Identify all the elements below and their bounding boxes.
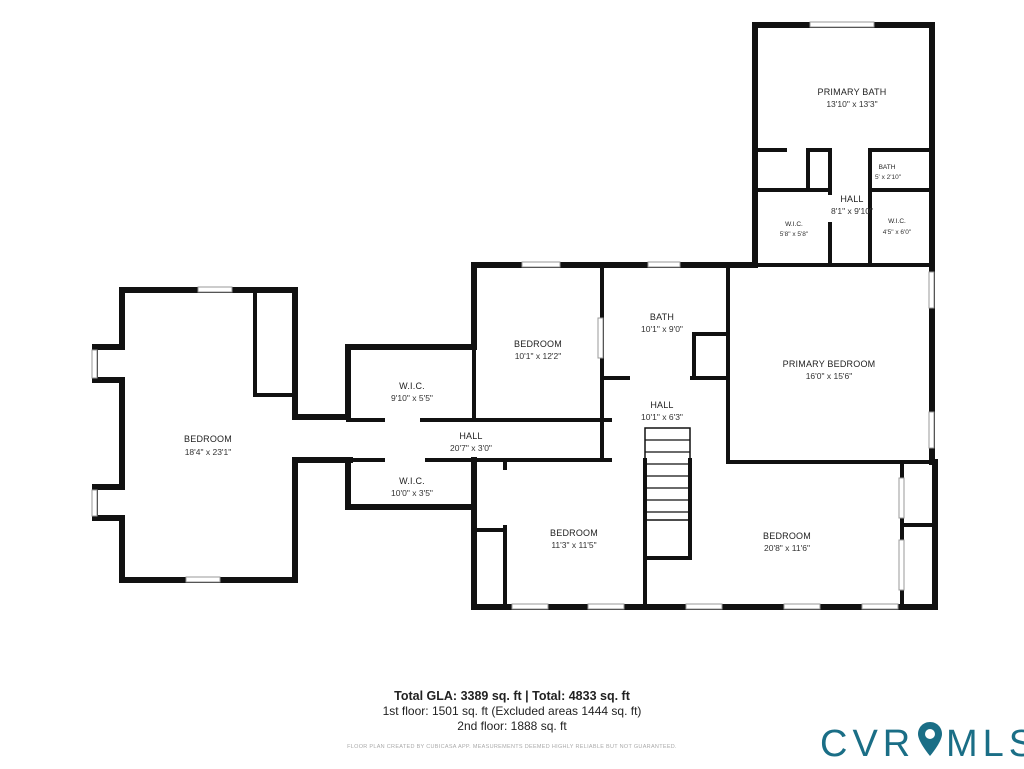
room-name-primary-bedroom: PRIMARY BEDROOM (783, 359, 876, 369)
room-dims-hall-primary: 8'1" x 9'10" (831, 206, 873, 216)
logo-text-left: CVR (820, 723, 915, 764)
room-name-wic-right: W.I.C. (888, 218, 906, 225)
room-name-hall-main: HALL (459, 431, 482, 441)
first-floor-area-text: 1st floor: 1501 sq. ft (Excluded areas 1… (382, 704, 642, 718)
room-dims-bath-center: 10'1" x 9'0" (641, 324, 683, 334)
room-dims-wic-right: 4'5" x 6'0" (883, 229, 912, 236)
room-dims-wic-lower: 10'0" x 3'5" (391, 488, 433, 498)
room-dims-primary-bath: 13'10" x 13'3" (826, 99, 877, 109)
room-name-bath-small: BATH (879, 164, 896, 171)
floor-plan: BEDROOM 18'4" x 23'1" W.I.C. 9'10" x 5'5… (91, 21, 938, 610)
room-dims-bedroom-center: 10'1" x 12'2" (515, 351, 562, 361)
room-dims-wic-left: 5'8" x 5'8" (780, 231, 809, 238)
room-name-bath-center: BATH (650, 312, 674, 322)
logo-graphic: CVR MLS (820, 722, 1024, 765)
second-floor-area-text: 2nd floor: 1888 sq. ft (457, 719, 567, 733)
room-dims-bedroom-east: 20'8" x 11'6" (764, 543, 810, 553)
logo-text-right: MLS (946, 723, 1024, 764)
room-name-hall-primary: HALL (840, 194, 863, 204)
room-name-hall-center: HALL (650, 400, 673, 410)
bedroom-west-walls (91, 286, 353, 583)
room-name-wic-upper: W.I.C. (399, 381, 425, 391)
room-dims-hall-main: 20'7" x 3'0" (450, 443, 492, 453)
room-dims-wic-upper: 9'10" x 5'5" (391, 393, 433, 403)
room-labels: BEDROOM 18'4" x 23'1" W.I.C. 9'10" x 5'5… (184, 87, 912, 553)
room-name-bedroom-east: BEDROOM (763, 531, 811, 541)
room-name-wic-left: W.I.C. (785, 221, 803, 228)
hall-wic-walls (292, 344, 612, 510)
room-name-bedroom-south: BEDROOM (550, 528, 598, 538)
room-dims-bath-small: 5' x 2'10" (875, 174, 902, 181)
stairs (644, 427, 691, 521)
center-walls (471, 261, 938, 610)
room-name-bedroom-west: BEDROOM (184, 434, 232, 444)
room-dims-bedroom-south: 11'3" x 11'5" (551, 540, 596, 550)
east-walls (726, 21, 937, 609)
room-name-primary-bath: PRIMARY BATH (818, 87, 887, 97)
room-dims-bedroom-west: 18'4" x 23'1" (185, 447, 232, 457)
total-area-text: Total GLA: 3389 sq. ft | Total: 4833 sq.… (394, 689, 630, 703)
room-name-bedroom-center: BEDROOM (514, 339, 562, 349)
disclaimer-text: FLOOR PLAN CREATED BY CUBICASA APP. MEAS… (347, 744, 677, 750)
map-pin-icon (918, 722, 942, 756)
room-name-wic-lower: W.I.C. (399, 476, 425, 486)
cvrmls-logo: CVR MLS (818, 718, 1024, 765)
room-dims-primary-bedroom: 16'0" x 15'6" (806, 371, 853, 381)
room-dims-hall-center: 10'1" x 6'3" (641, 412, 683, 422)
